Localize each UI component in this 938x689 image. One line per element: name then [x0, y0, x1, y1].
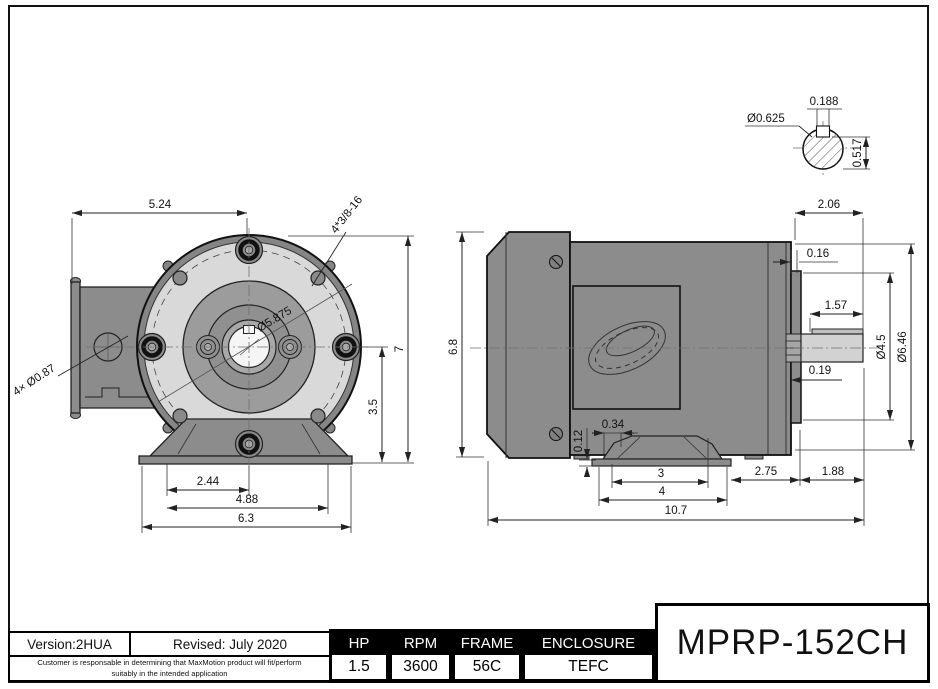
spec-header-frame: FRAME [460, 634, 514, 652]
spec-header-rpm: RPM [403, 634, 438, 652]
dim-6-3: 6.3 [238, 513, 254, 525]
dim-0-517: 0.517 [852, 139, 864, 168]
side-foot [591, 435, 732, 467]
dim-4-88: 4.88 [236, 494, 258, 506]
revised-cell: Revised: July 2020 [129, 631, 331, 657]
dim-3: 3 [658, 468, 664, 480]
dim-2-06: 2.06 [818, 199, 840, 211]
cover-screws [549, 255, 563, 441]
spec-header-enclosure: ENCLOSURE [541, 634, 636, 652]
dim-0-34: 0.34 [602, 419, 625, 431]
disclaimer-line-2: suitably in the intended application [111, 668, 228, 678]
dim-0-188: 0.188 [810, 96, 839, 108]
dim-6-8: 6.8 [448, 339, 460, 355]
dim-10-7: 10.7 [665, 505, 687, 517]
disclaimer-cell: Customer is responsable in determining t… [8, 655, 331, 682]
side-view: 6.8 2.06 0.16 1.57 Ø4.5 [448, 199, 915, 526]
dim-1-57: 1.57 [825, 300, 847, 312]
dim-2-75: 2.75 [755, 466, 777, 478]
keyway-notch [815, 125, 831, 138]
dim-5-24: 5.24 [149, 199, 172, 211]
dim-0-12: 0.12 [573, 430, 585, 452]
shaft-section-detail: Ø0.625 0.188 0.517 [745, 96, 870, 177]
spec-value-hp: 1.5 [332, 655, 386, 679]
dim-dia-4-5: Ø4.5 [876, 335, 888, 360]
dim-2-44: 2.44 [197, 476, 220, 488]
fan-cover [486, 231, 571, 459]
dim-4: 4 [659, 486, 666, 498]
dim-dia-0-625: Ø0.625 [747, 113, 785, 125]
spec-value-enclosure: TEFC [525, 655, 652, 679]
disclaimer-line-1: Customer is responsable in determining t… [37, 658, 302, 668]
dim-conduit-holes: 4× Ø0.87 [11, 363, 57, 399]
dim-bolt-callout: 4*3/8-16 [329, 194, 365, 236]
nameplate [572, 285, 681, 410]
dim-0-16: 0.16 [807, 248, 829, 260]
dim-dia-6-46: Ø6.46 [897, 331, 909, 362]
model-number-box: MPRP-152CH [655, 603, 930, 683]
spec-header-row: HP RPM FRAME ENCLOSURE [329, 629, 655, 657]
dim-7: 7 [394, 346, 406, 352]
brand-swirl-logo [588, 321, 666, 375]
spec-value-rpm: 3600 [392, 655, 449, 679]
front-view: 5.24 4*3/8-16 Ø5.875 4× Ø0.87 7 3.5 2.44 [11, 194, 414, 533]
spec-header-hp: HP [348, 634, 370, 652]
dim-0-19: 0.19 [809, 365, 831, 377]
spec-value-row: 1.5 3600 56C TEFC [329, 655, 655, 683]
dim-3-5: 3.5 [368, 399, 380, 415]
side-view-dimensions: 6.8 2.06 0.16 1.57 Ø4.5 [448, 199, 915, 526]
dim-1-88: 1.88 [822, 466, 844, 478]
version-cell: Version:2HUA [8, 631, 131, 657]
spec-value-frame: 56C [455, 655, 519, 679]
